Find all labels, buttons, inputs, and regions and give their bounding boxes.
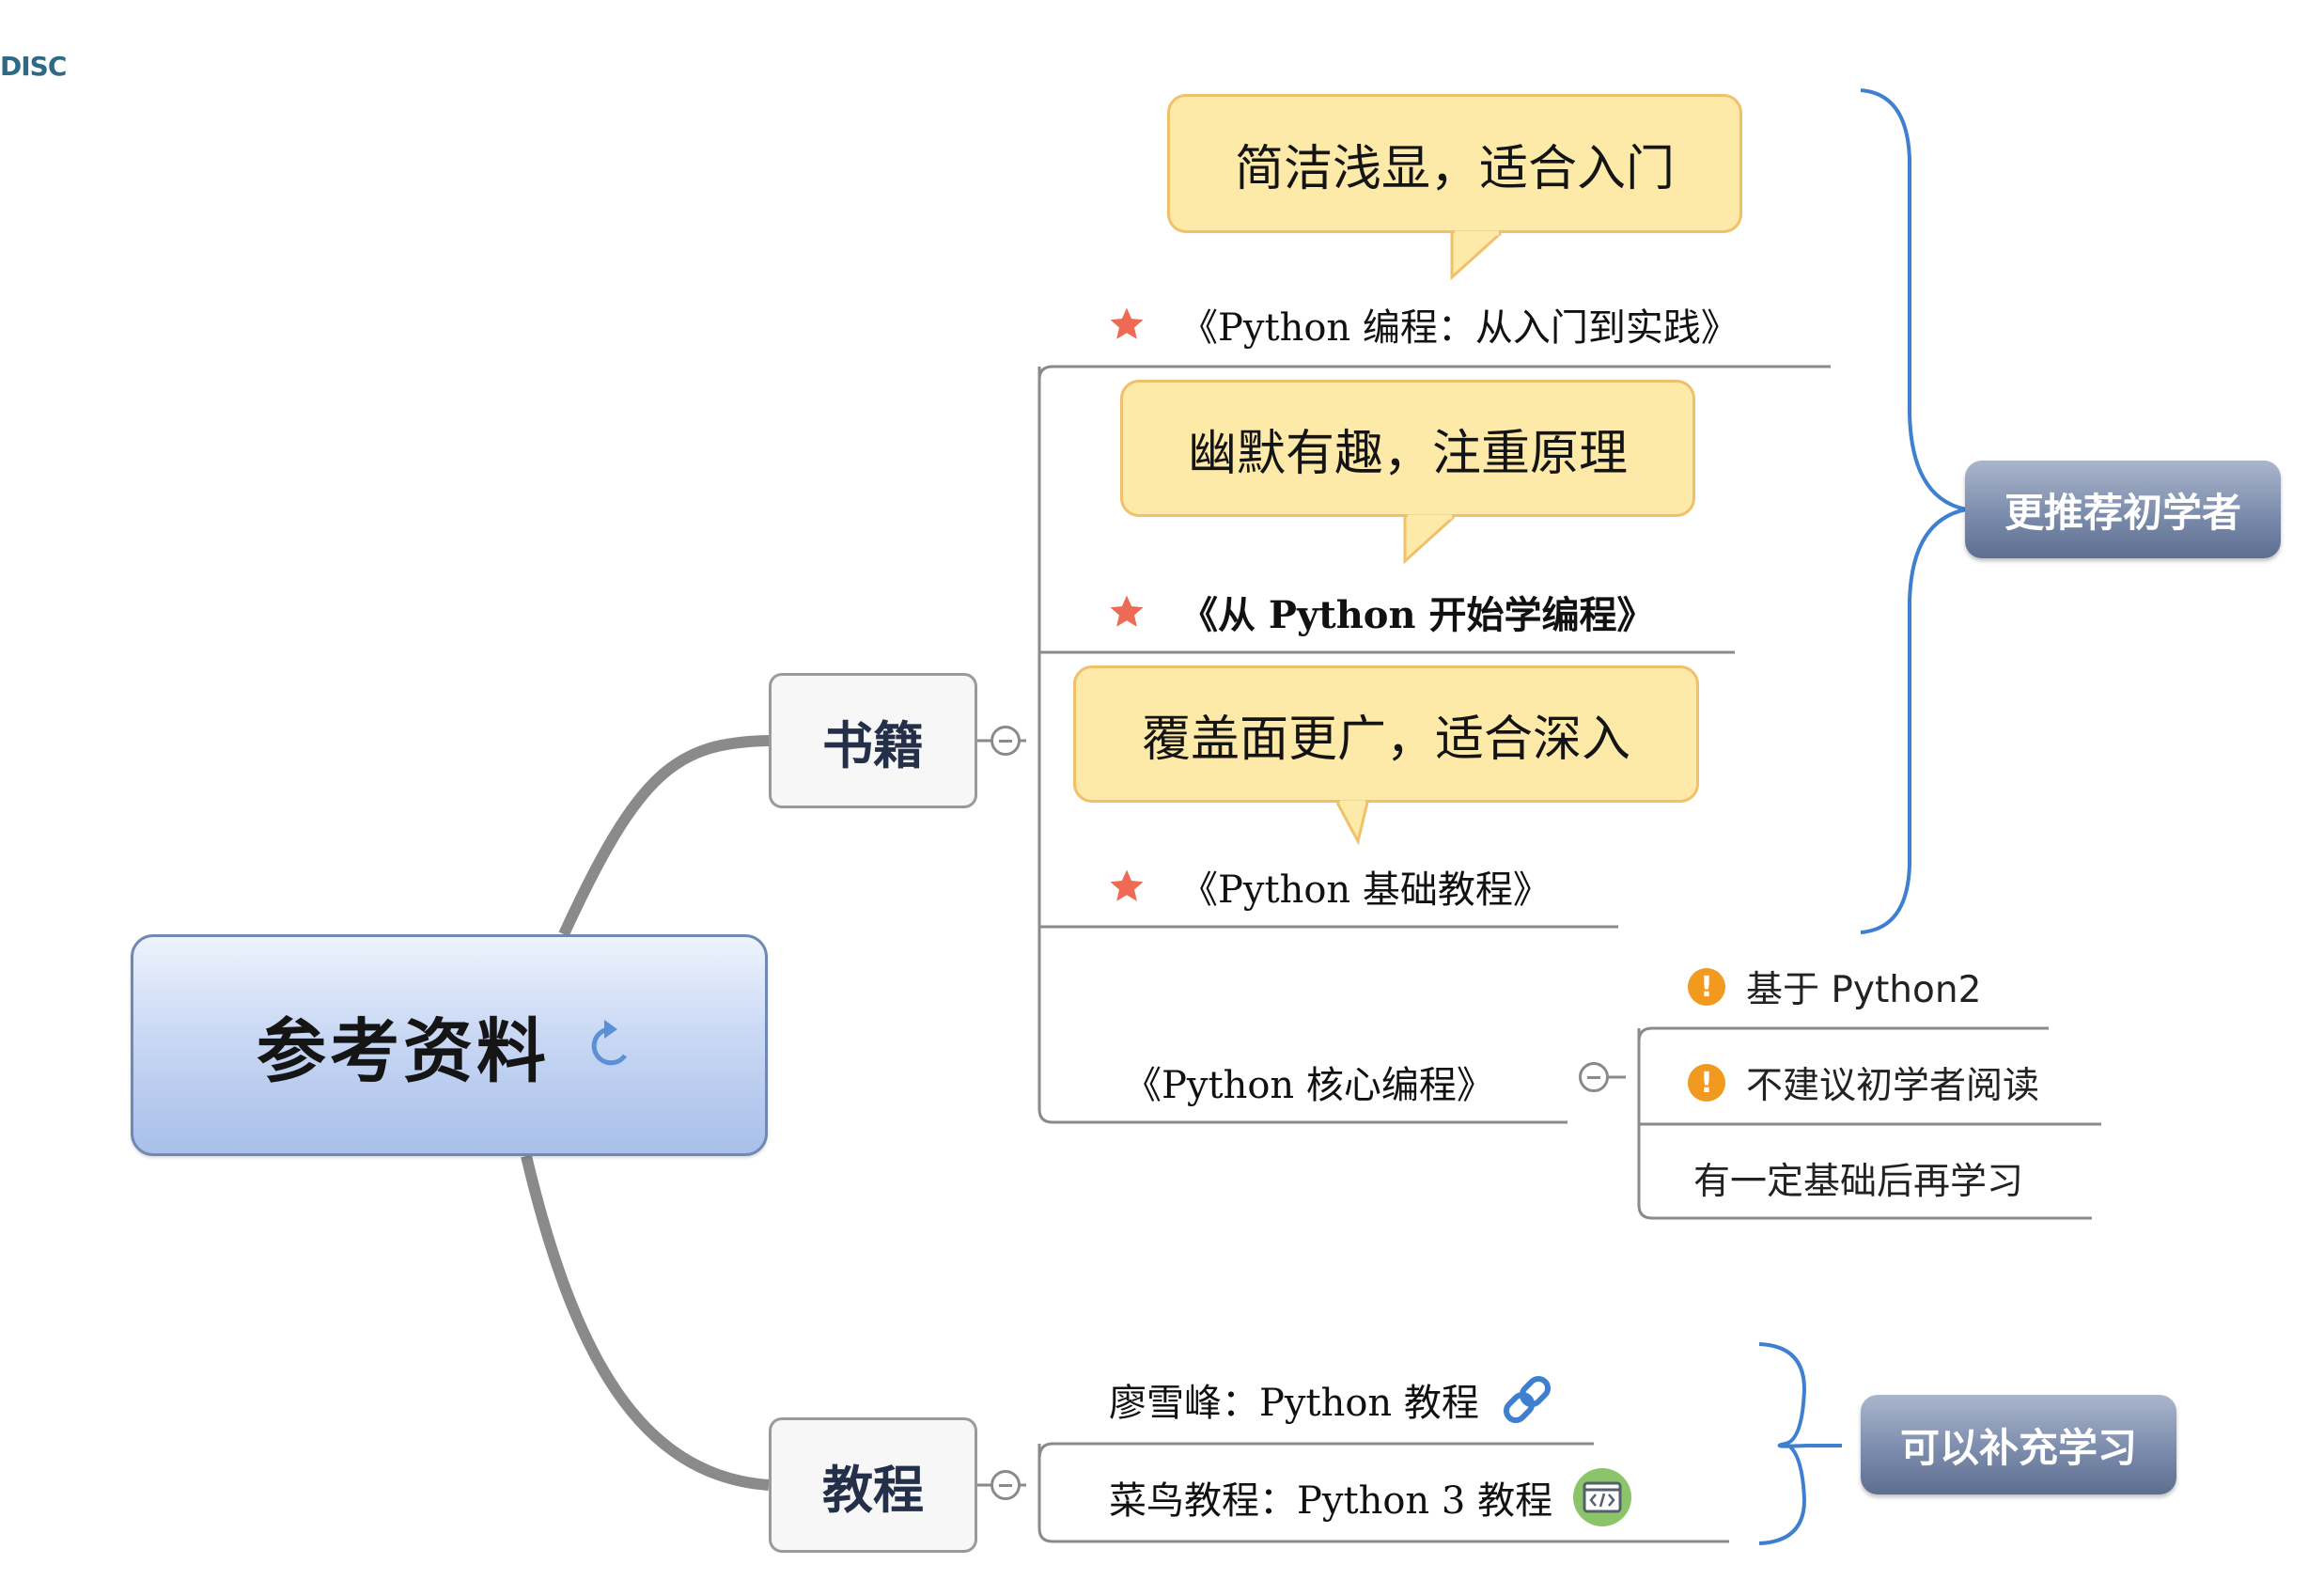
root-to-tutorials-curve — [521, 1154, 770, 1491]
book-item-2[interactable]: 《从 Python 开始学编程》 — [1107, 585, 1655, 639]
root-to-books-curve — [558, 735, 770, 937]
books-collapse-button[interactable] — [990, 726, 1021, 756]
callout-pointer — [1450, 230, 1503, 281]
book-title: 《Python 基础教程》 — [1180, 868, 1551, 912]
note-item-3: 有一定基础后再学习 — [1693, 1152, 2023, 1205]
warning-icon: ! — [1688, 1064, 1725, 1102]
summary-tag-supplementary[interactable]: 可以补充学习 — [1861, 1395, 2176, 1494]
root-label: 参考资料 — [257, 1010, 550, 1092]
note-item-2: ! 不建议初学者阅读 — [1688, 1056, 2039, 1109]
note-text: 不建议初学者阅读 — [1746, 1065, 2040, 1107]
callout-book-3: 覆盖面更广，适合深入 — [1073, 665, 1699, 846]
book-4-underline — [1037, 1108, 1568, 1124]
tutorial-title: 菜鸟教程：Python 3 教程 — [1109, 1479, 1553, 1523]
star-icon — [1110, 595, 1144, 627]
tutorials-collapse-button[interactable] — [990, 1470, 1021, 1500]
callout-pointer — [1403, 514, 1456, 565]
core-collapse-button[interactable] — [1579, 1062, 1609, 1092]
brand-logo-text: DISC — [0, 51, 67, 82]
book-item-1[interactable]: 《Python 编程：从入门到实践》 — [1107, 297, 1739, 352]
note-item-1: ! 基于 Python2 — [1688, 961, 1981, 1013]
tutorial-title: 廖雪峰：Python 教程 — [1109, 1382, 1479, 1425]
book-1-underline — [1037, 365, 1831, 381]
tutorial-item-1[interactable]: 廖雪峰：Python 教程 — [1109, 1369, 1558, 1431]
callout-book-1: 简洁浅显，适合入门 — [1167, 94, 1742, 281]
book-title: 《Python 核心编程》 — [1124, 1064, 1494, 1107]
note-text: 基于 Python2 — [1746, 969, 1982, 1011]
book-item-3[interactable]: 《Python 基础教程》 — [1107, 859, 1551, 914]
book-title: 《从 Python 开始学编程》 — [1180, 593, 1655, 637]
warning-icon: ! — [1688, 968, 1725, 1006]
tutorials-brace — [1758, 1342, 1842, 1545]
callout-text: 幽默有趣，注重原理 — [1187, 425, 1628, 482]
tutorial-item-2[interactable]: 菜鸟教程：Python 3 教程 — [1109, 1466, 1633, 1528]
branch-books[interactable]: 书籍 — [769, 673, 977, 808]
star-icon — [1110, 307, 1144, 339]
branch-tutorials[interactable]: 教程 — [769, 1417, 977, 1553]
summary-tag-beginners[interactable]: 更推荐初学者 — [1965, 461, 2281, 558]
link-icon[interactable] — [1496, 1369, 1558, 1431]
book-item-4[interactable]: 《Python 核心编程》 — [1124, 1055, 1494, 1109]
callout-text: 简洁浅显，适合入门 — [1234, 140, 1675, 197]
callout-pointer — [1335, 800, 1369, 846]
note-text: 有一定基础后再学习 — [1693, 1161, 2024, 1203]
books-brace — [1860, 88, 1967, 934]
callout-text: 覆盖面更广，适合深入 — [1141, 711, 1630, 768]
code-window-icon[interactable] — [1571, 1466, 1633, 1528]
root-node[interactable]: 参考资料 — [131, 934, 768, 1156]
refresh-arrow-icon — [591, 1020, 628, 1066]
book-title: 《Python 编程：从入门到实践》 — [1180, 306, 1739, 350]
callout-book-2: 幽默有趣，注重原理 — [1120, 380, 1695, 565]
core-notes-spine — [1637, 1026, 2092, 1220]
tutorials-spine — [1037, 1442, 1729, 1543]
star-icon — [1110, 869, 1144, 901]
